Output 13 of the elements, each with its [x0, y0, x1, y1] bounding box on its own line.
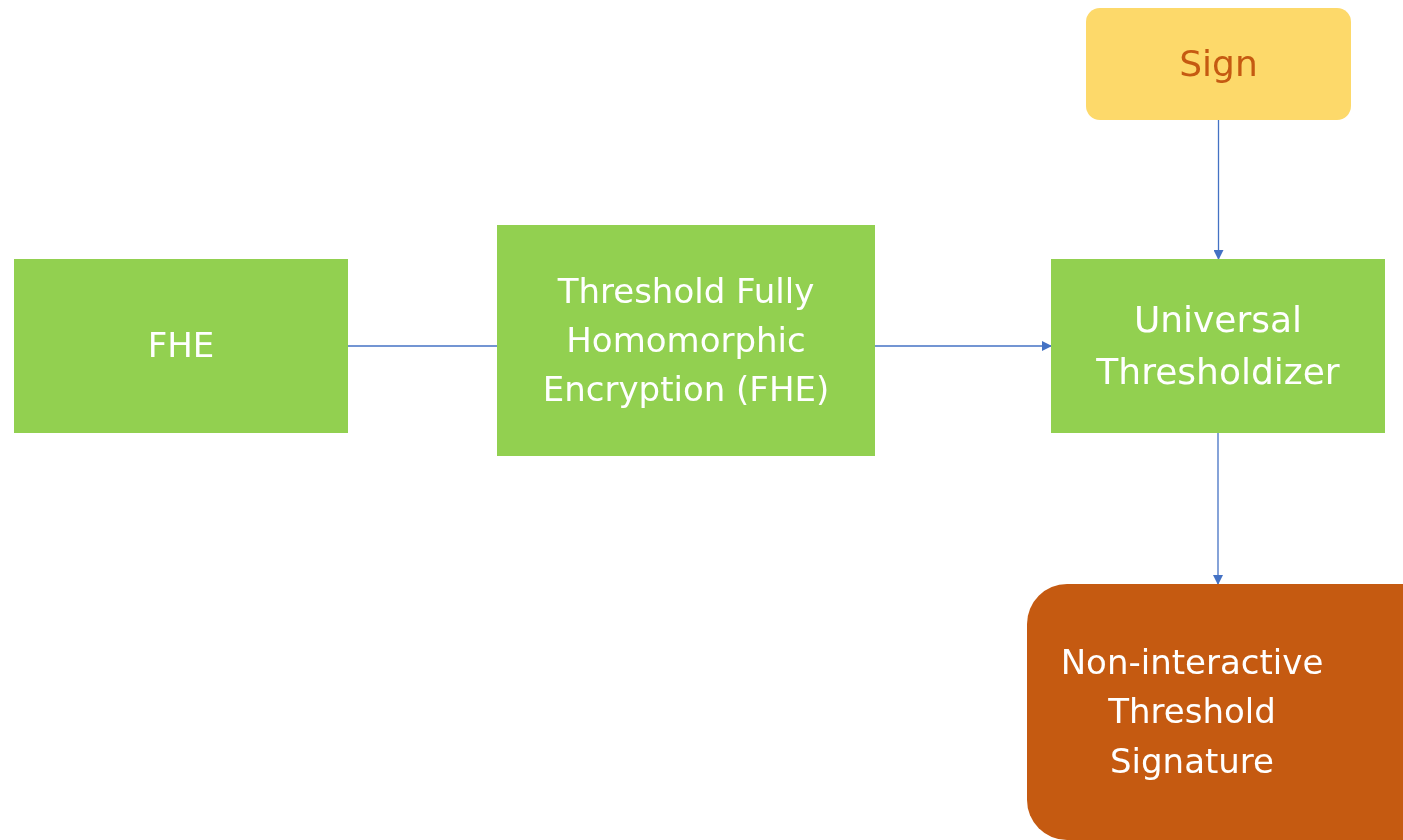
process-box [1051, 259, 1385, 433]
box-label: Threshold Fully Homomorphic Encryption (FHE) [541, 269, 831, 412]
process-box [1086, 8, 1351, 120]
arrow [1213, 119, 1224, 260]
process-box [14, 259, 348, 433]
box-label: Non-interactive Threshold Signature [1059, 641, 1325, 783]
process-box [1027, 584, 1403, 840]
arrow [874, 341, 1052, 351]
box-label: Universal Thresholdizer [1095, 297, 1341, 394]
box-label: FHE [147, 324, 215, 368]
box-label: Sign [1179, 41, 1258, 86]
process-box [497, 225, 875, 456]
arrow [1213, 432, 1223, 585]
